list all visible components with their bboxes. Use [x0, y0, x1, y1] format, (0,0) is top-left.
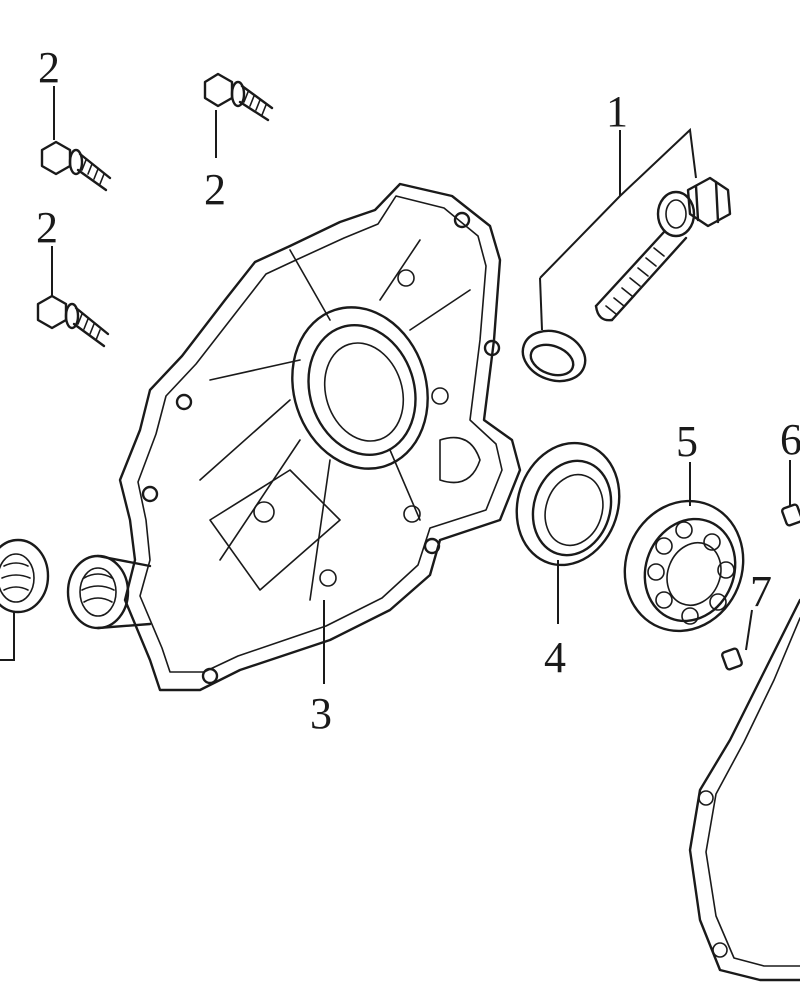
- callout-2-top-left: 2: [38, 43, 60, 92]
- dowel-pin-6: [781, 503, 800, 527]
- crankcase-cover: [118, 182, 522, 692]
- bolt-top-left: [40, 140, 112, 192]
- callout-5: 5: [676, 417, 698, 466]
- dipstick: [594, 176, 732, 322]
- callout-6: 6: [780, 415, 800, 464]
- callout-labels: 1 2 2 2 3 4 5 6 7: [36, 43, 800, 738]
- bolt-middle-left: [36, 294, 110, 348]
- callout-7: 7: [750, 567, 772, 616]
- oil-seal: [515, 441, 621, 567]
- gasket: [688, 598, 800, 982]
- callout-2-middle-left: 2: [36, 203, 58, 252]
- ball-bearing: [623, 499, 745, 633]
- oil-seal-left: [0, 538, 50, 614]
- callout-1: 1: [606, 87, 628, 136]
- leader-lines: [0, 86, 791, 684]
- dowel-pin-7: [721, 647, 743, 671]
- callout-3: 3: [310, 689, 332, 738]
- callout-4: 4: [544, 633, 566, 682]
- drain-pipe: [66, 554, 152, 630]
- callout-2-top-middle: 2: [204, 165, 226, 214]
- bolt-top-middle: [203, 72, 274, 122]
- dipstick-oring: [521, 329, 587, 383]
